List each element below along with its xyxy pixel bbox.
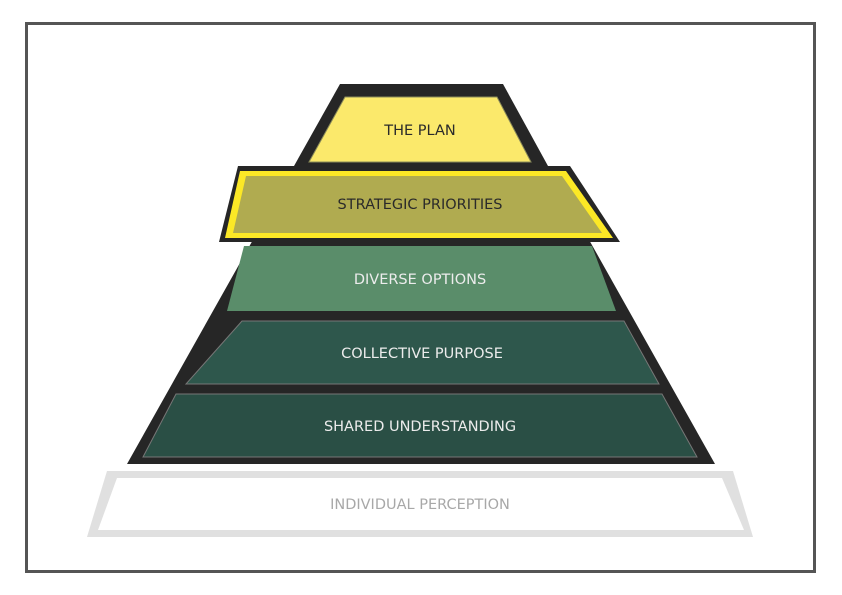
level-shared-understanding (142, 393, 698, 458)
level-individual-perception (98, 478, 744, 530)
level-shared-understanding-label: SHARED UNDERSTANDING (324, 419, 516, 435)
level-strategic-priorities-label: STRATEGIC PRIORITIES (338, 197, 503, 213)
level-collective-purpose-label: COLLECTIVE PURPOSE (341, 346, 503, 362)
level-diverse-options (227, 246, 616, 311)
level-strategic-priorities (233, 176, 602, 233)
level-the-plan (308, 96, 532, 163)
level-diverse-options-label: DIVERSE OPTIONS (354, 272, 486, 288)
level-individual-perception-label: INDIVIDUAL PERCEPTION (330, 497, 510, 513)
level-collective-purpose (184, 320, 660, 385)
level-the-plan-label: THE PLAN (383, 123, 455, 139)
